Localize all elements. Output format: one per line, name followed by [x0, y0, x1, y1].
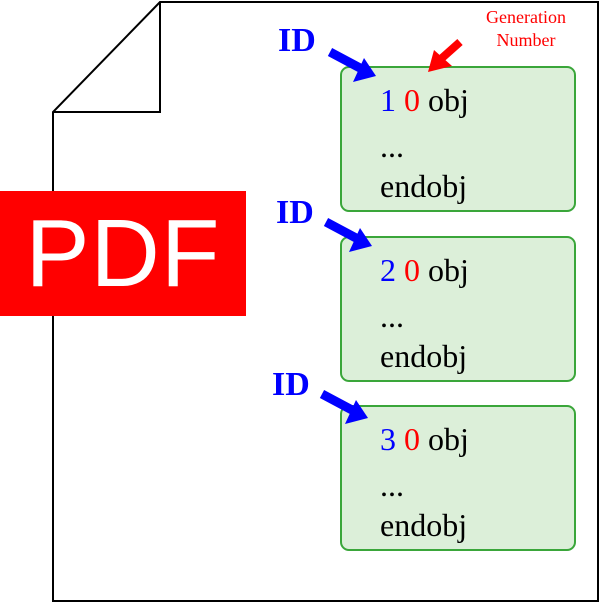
- object-body: ...: [380, 467, 404, 503]
- object-body: ...: [380, 128, 404, 164]
- object-box-3: 3 0 obj ... endobj: [340, 405, 576, 551]
- id-label-3: ID: [272, 366, 310, 403]
- object-keyword: obj: [428, 252, 469, 288]
- object-keyword: obj: [428, 82, 469, 118]
- id-arrow-shaft-3: [319, 390, 355, 414]
- generation-label-line1: Generation: [486, 7, 566, 27]
- id-arrow-head-1: [353, 58, 376, 82]
- object-keyword: obj: [428, 421, 469, 457]
- object-end: endobj: [380, 168, 468, 204]
- object-end: endobj: [380, 507, 468, 543]
- id-arrow-head-2: [349, 228, 372, 252]
- id-arrow-shaft-2: [323, 218, 359, 242]
- generation-arrow-head: [428, 50, 452, 72]
- object-id: 2: [380, 252, 396, 288]
- id-label-2: ID: [276, 194, 314, 231]
- generation-label-line2: Number: [496, 30, 556, 50]
- id-label-1: ID: [278, 22, 316, 59]
- pdf-badge: PDF: [0, 191, 246, 316]
- object-generation: 0: [404, 252, 420, 288]
- generation-number-label: Generation Number: [466, 6, 586, 52]
- object-generation: 0: [404, 421, 420, 457]
- id-arrow-head-3: [345, 400, 368, 424]
- page-fold-corner: [53, 2, 161, 113]
- object-header: 1 0 obj: [380, 84, 469, 116]
- object-header: 2 0 obj: [380, 254, 469, 286]
- object-header: 3 0 obj: [380, 423, 469, 455]
- object-box-2: 2 0 obj ... endobj: [340, 236, 576, 382]
- generation-arrow-shaft: [439, 39, 463, 61]
- object-generation: 0: [404, 82, 420, 118]
- object-id: 1: [380, 82, 396, 118]
- id-arrow-shaft-1: [327, 48, 363, 72]
- object-id: 3: [380, 421, 396, 457]
- object-body: ...: [380, 298, 404, 334]
- pdf-badge-label: PDF: [25, 199, 221, 307]
- object-box-1: 1 0 obj ... endobj: [340, 66, 576, 212]
- object-end: endobj: [380, 338, 468, 374]
